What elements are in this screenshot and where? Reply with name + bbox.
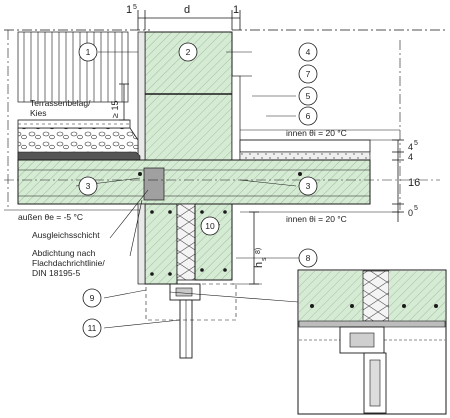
dim-hs-sub: s xyxy=(261,257,268,261)
label-inside-bottom: innen θi = 20 °C xyxy=(286,214,347,224)
outer-finish-lower xyxy=(137,203,146,285)
label-seal-1: Abdichtung nach xyxy=(32,248,96,258)
callout-8: 8 xyxy=(298,248,318,268)
dim-top-left: 1 xyxy=(126,4,132,16)
inner-plaster-upper xyxy=(231,75,241,161)
window-frame xyxy=(145,283,237,359)
label-levelling: Ausgleichsschicht xyxy=(32,230,100,240)
dim-left-15: ≥ 15 xyxy=(110,101,120,118)
floor-screed-right xyxy=(239,139,371,153)
floor-slab xyxy=(17,159,371,205)
lintel-insulation xyxy=(176,203,196,281)
lintel-outer xyxy=(144,203,178,285)
label-seal-3: DIN 18195-5 xyxy=(32,268,80,278)
dim-top-left-sup: 5 xyxy=(133,4,137,11)
dim-top-right: 1 xyxy=(233,4,239,16)
svg-text:11: 11 xyxy=(88,323,97,333)
callout-7: 7 xyxy=(298,64,318,84)
dim-right-4: 4 xyxy=(408,152,413,162)
dim-min-15: ≥ 15 xyxy=(110,83,129,121)
svg-text:2: 2 xyxy=(186,47,191,57)
label-inside-top: innen θi = 20 °C xyxy=(286,128,347,138)
callout-11: 11 xyxy=(82,318,102,338)
railing xyxy=(17,31,129,103)
svg-text:7: 7 xyxy=(306,69,311,79)
svg-text:1: 1 xyxy=(86,47,91,57)
dim-right-16: 16 xyxy=(408,177,420,189)
dim-right-45: 4 xyxy=(408,142,413,152)
svg-text:5: 5 xyxy=(306,91,311,101)
callout-3-left: 3 xyxy=(78,176,98,196)
dim-right-0: 0 xyxy=(408,208,413,218)
dim-right-45-sup: 5 xyxy=(414,140,418,147)
dim-right-0-sup: 5 xyxy=(414,205,418,212)
callout-2: 2 xyxy=(178,42,198,62)
callout-1: 1 xyxy=(78,42,98,62)
label-terrace-2: Kies xyxy=(30,108,47,118)
callout-10: 10 xyxy=(200,216,220,236)
svg-text:3: 3 xyxy=(86,181,91,191)
right-dimension-chain: 4 5 4 16 0 5 xyxy=(392,139,420,222)
svg-text:9: 9 xyxy=(90,293,95,303)
callout-4: 4 xyxy=(298,42,318,62)
dim-top-width: d xyxy=(184,4,190,16)
terrace-seal xyxy=(17,151,141,161)
svg-text:3: 3 xyxy=(306,181,311,191)
svg-text:4: 4 xyxy=(306,47,311,57)
dim-hs-footnote: 8) xyxy=(255,248,262,254)
callout-5: 5 xyxy=(298,86,318,106)
dim-hs-main: h xyxy=(253,262,265,268)
svg-text:10: 10 xyxy=(205,221,215,231)
floor-insulation-right xyxy=(239,151,371,161)
label-terrace-1: Terrassenbelag/ xyxy=(30,98,91,108)
svg-text:8: 8 xyxy=(306,253,311,263)
svg-text:6: 6 xyxy=(306,111,311,121)
leader-lines xyxy=(75,51,300,329)
label-outside: außen θe = -5 °C xyxy=(18,212,83,222)
top-dimension-chain: 1 5 d 1 xyxy=(126,4,241,30)
dim-hs: h s 8) xyxy=(232,211,268,285)
levelling-layer xyxy=(143,167,165,201)
callout-6: 6 xyxy=(298,106,318,126)
outer-finish-upper xyxy=(137,31,146,161)
callout-9: 9 xyxy=(82,288,102,308)
label-seal-2: Flachdachrichtlinie/ xyxy=(32,258,105,268)
callout-3-right: 3 xyxy=(298,176,318,196)
inset-detail xyxy=(297,269,447,415)
lintel-inner xyxy=(194,203,233,281)
